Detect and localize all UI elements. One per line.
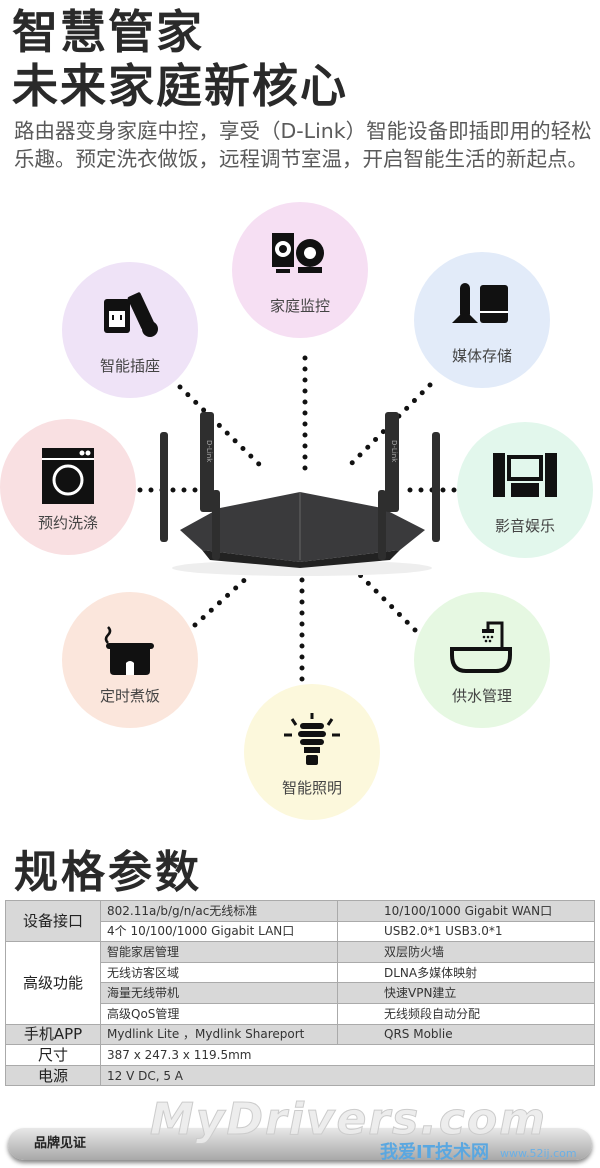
row-header: 手机APP [5, 1023, 101, 1046]
table-row: 高级QoS管理无线频段自动分配 [6, 1002, 595, 1025]
cell: 10/100/1000 Gigabit WAN口 [337, 900, 595, 922]
connection-dots [137, 355, 458, 683]
feature-circle: 媒体存储 [414, 252, 550, 388]
cell: 海量无线带机 [100, 982, 338, 1004]
feature-label: 供水管理 [451, 687, 512, 705]
feature-circle: 定时煮饭 [62, 592, 198, 728]
cell: 无线访客区域 [100, 961, 338, 984]
brand-bar: 品牌见证 [8, 1128, 592, 1160]
cell: QRS Moblie [337, 1023, 595, 1046]
cell: DLNA多媒体映射 [337, 961, 595, 984]
smart-plug-icon [104, 292, 158, 337]
feature-label: 家庭监控 [269, 297, 330, 315]
cell: 智能家居管理 [100, 941, 338, 963]
feature-label: 智能插座 [99, 357, 160, 375]
feature-circle: 供水管理 [414, 592, 550, 728]
router-brand: D-Link [390, 440, 398, 463]
cell: USB2.0*1 USB3.0*1 [337, 920, 595, 943]
watermark-site: 我爱IT技术网 [380, 1142, 489, 1163]
feature-label: 影音娱乐 [494, 517, 555, 535]
title-line-1: 智慧管家 [12, 5, 204, 59]
cell: 802.11a/b/g/n/ac无线标准 [100, 900, 338, 922]
feature-label: 智能照明 [281, 779, 342, 797]
feature-circle: 影音娱乐 [457, 422, 593, 558]
router-brand: D-Link [205, 440, 213, 463]
feature-circle: 智能插座 [62, 262, 198, 398]
cell: 12 V DC, 5 A [100, 1064, 595, 1087]
feature-circle: 智能照明 [244, 684, 380, 820]
rice-cooker-icon [104, 626, 154, 675]
home-theater-icon [493, 453, 557, 497]
watermark-text: MyDrivers.com [149, 1094, 548, 1145]
cell: 无线频段自动分配 [337, 1002, 595, 1025]
table-row: 高级功能智能家居管理双层防火墙 [5, 941, 595, 1025]
row-header: 尺寸 [5, 1044, 101, 1066]
table-row: 海量无线带机快速VPN建立 [6, 982, 595, 1004]
cell: 快速VPN建立 [337, 982, 595, 1004]
row-header: 电源 [5, 1064, 101, 1087]
feature-circle: 家庭监控 [232, 202, 368, 338]
row-header: 高级功能 [5, 941, 101, 1025]
brand-bar-label: 品牌见证 [34, 1136, 87, 1151]
light-bulb-icon [284, 713, 340, 765]
title-line-2: 未来家庭新核心 [12, 59, 348, 113]
cell: 387 x 247.3 x 119.5mm [100, 1044, 595, 1066]
camera-icon [272, 233, 324, 273]
washing-machine-icon [42, 448, 94, 504]
bathtub-icon [450, 621, 512, 673]
row-header: 设备接口 [5, 899, 101, 943]
storage-icon [452, 283, 508, 323]
feature-label: 媒体存储 [451, 347, 512, 365]
cell: Mydlink Lite ，Mydlink Shareport [100, 1023, 338, 1046]
feature-label: 定时煮饭 [99, 687, 160, 705]
feature-circle: 预约洗涤 [0, 419, 136, 555]
cell: 双层防火墙 [337, 941, 595, 963]
feature-label: 预约洗涤 [37, 514, 98, 532]
router-image: D-Link D-Link [150, 400, 450, 584]
watermark-url: www.52ij.com [500, 1147, 577, 1160]
cell: 高级QoS管理 [100, 1002, 338, 1025]
intro-text: 路由器变身家庭中控，享受（D-Link）智能设备即插即用的轻松乐趣。预定洗衣做饭… [14, 119, 592, 171]
cell: 4个 10/100/1000 Gigabit LAN口 [100, 920, 338, 943]
specs-title: 规格参数 [14, 847, 202, 898]
